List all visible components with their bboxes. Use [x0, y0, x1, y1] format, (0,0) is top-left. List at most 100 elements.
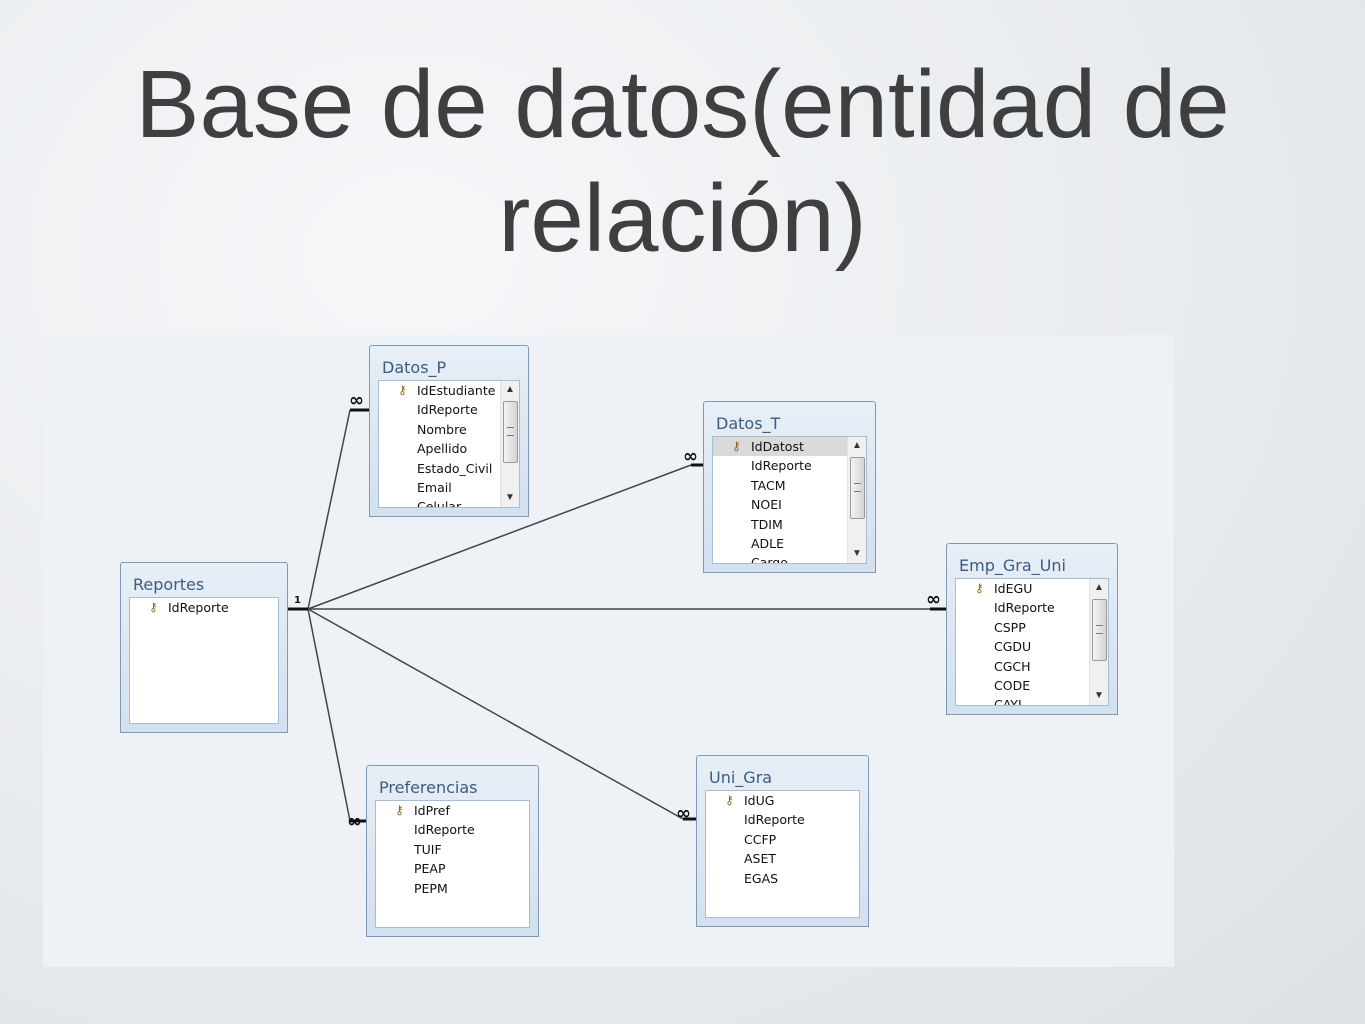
- primary-key-field[interactable]: ⚷ IdPref: [376, 801, 529, 820]
- primary-key-field[interactable]: ⚷IdReporte: [130, 598, 278, 617]
- cardinality-one-label: 1: [294, 595, 301, 606]
- table-field[interactable]: CSPP: [956, 618, 1108, 637]
- field-name: IdEGU: [994, 581, 1033, 596]
- field-name: IdPref: [414, 803, 450, 818]
- cardinality-many-label-datos-p: ∞: [349, 390, 364, 411]
- table-title: Emp_Gra_Uni: [959, 556, 1066, 575]
- table-field[interactable]: CAYL: [956, 695, 1108, 706]
- field-name: Email: [417, 479, 452, 495]
- table-field[interactable]: Cargo: [713, 553, 866, 564]
- field-name: TACM: [751, 477, 786, 493]
- field-name: TDIM: [751, 516, 783, 532]
- scroll-up-arrow-icon[interactable]: ▲: [852, 440, 862, 451]
- field-name: Cargo: [751, 555, 788, 564]
- table-field[interactable]: Celular: [379, 497, 519, 508]
- primary-key-field[interactable]: ⚷ IdEstudiante: [379, 381, 519, 400]
- table-title: Uni_Gra: [709, 768, 773, 787]
- key-icon: ⚷: [398, 383, 407, 397]
- table-field[interactable]: CCFP: [706, 830, 859, 849]
- table-field[interactable]: CGDU: [956, 637, 1108, 656]
- table-field[interactable]: TACM: [713, 476, 866, 495]
- field-name: IdReporte: [994, 600, 1055, 616]
- primary-key-field[interactable]: ⚷ IdEGU: [956, 579, 1108, 598]
- table-field[interactable]: ASET: [706, 849, 859, 868]
- vertical-scrollbar[interactable]: ▲▼: [847, 437, 866, 563]
- field-name: Apellido: [417, 441, 468, 457]
- scroll-thumb[interactable]: [1092, 599, 1107, 661]
- field-name: ASET: [744, 851, 777, 867]
- table-field[interactable]: CGCH: [956, 657, 1108, 676]
- field-name: IdUG: [744, 793, 775, 808]
- key-icon: ⚷: [975, 581, 984, 595]
- table-field[interactable]: Apellido: [379, 439, 519, 458]
- field-name: IdEstudiante: [417, 383, 496, 398]
- table-field[interactable]: IdReporte: [713, 456, 866, 475]
- key-icon: ⚷: [732, 439, 741, 453]
- table-field[interactable]: IdReporte: [379, 400, 519, 419]
- field-name: IdReporte: [744, 812, 805, 828]
- cardinality-many-label-emp-gra-uni: ∞: [926, 589, 941, 610]
- field-name: IdReporte: [751, 458, 812, 474]
- vertical-scrollbar[interactable]: ▲▼: [500, 381, 519, 507]
- scroll-up-arrow-icon[interactable]: ▲: [505, 384, 515, 395]
- primary-key-field[interactable]: ⚷IdUG: [706, 791, 859, 810]
- table-field[interactable]: IdReporte: [706, 810, 859, 829]
- field-name: PEPM: [414, 880, 448, 896]
- field-name: EGAS: [744, 870, 779, 886]
- field-name: CGCH: [994, 658, 1031, 674]
- scroll-up-arrow-icon[interactable]: ▲: [1094, 582, 1104, 593]
- table-field-list[interactable]: ⚷IdReporte: [129, 597, 279, 724]
- field-name: CAYL: [994, 697, 1025, 706]
- vertical-scrollbar[interactable]: ▲▼: [1089, 579, 1108, 705]
- field-name: CODE: [994, 677, 1031, 693]
- table-title: Reportes: [133, 575, 205, 594]
- slide-title-line-2: relación): [498, 165, 867, 272]
- field-name: IdDatost: [751, 439, 804, 454]
- table-field[interactable]: IdReporte: [376, 820, 529, 839]
- relation-line-preferencias: [307, 608, 351, 822]
- field-name: TUIF: [414, 841, 442, 857]
- table-field[interactable]: IdReporte: [956, 598, 1108, 617]
- table-field[interactable]: ADLE: [713, 534, 866, 553]
- cardinality-many-label-uni-gra: ∞: [676, 803, 691, 824]
- table-field[interactable]: TDIM: [713, 515, 866, 534]
- field-name: IdReporte: [414, 822, 475, 838]
- field-name: IdReporte: [168, 600, 229, 615]
- scroll-thumb[interactable]: [503, 401, 518, 463]
- key-icon: ⚷: [395, 803, 404, 817]
- field-name: NOEI: [751, 497, 782, 513]
- field-name: Estado_Civil: [417, 460, 493, 476]
- scroll-thumb[interactable]: [850, 457, 865, 519]
- table-field[interactable]: Email: [379, 478, 519, 497]
- cardinality-many-label-preferencias: ∞: [347, 811, 362, 832]
- table-field[interactable]: EGAS: [706, 869, 859, 888]
- cardinality-many-label-datos-t: ∞: [683, 446, 698, 467]
- scroll-down-arrow-icon[interactable]: ▼: [1094, 690, 1104, 701]
- field-name: ADLE: [751, 535, 785, 551]
- table-field[interactable]: Estado_Civil: [379, 459, 519, 478]
- table-field[interactable]: PEAP: [376, 859, 529, 878]
- table-field[interactable]: NOEI: [713, 495, 866, 514]
- table-field[interactable]: Nombre: [379, 420, 519, 439]
- field-name: IdReporte: [417, 402, 478, 418]
- slide-title-line-1: Base de datos(entidad de: [135, 51, 1230, 158]
- scroll-down-arrow-icon[interactable]: ▼: [505, 492, 515, 503]
- primary-key-field[interactable]: ⚷ IdDatost: [713, 437, 847, 457]
- table-field[interactable]: CODE: [956, 676, 1108, 695]
- slide-title: Base de datos(entidad de relación): [0, 48, 1365, 276]
- field-name: Celular: [417, 499, 462, 508]
- table-reportes[interactable]: Reportes ⚷IdReporte: [120, 562, 288, 733]
- table-field[interactable]: TUIF: [376, 840, 529, 859]
- table-field[interactable]: PEPM: [376, 879, 529, 898]
- scroll-down-arrow-icon[interactable]: ▼: [852, 548, 862, 559]
